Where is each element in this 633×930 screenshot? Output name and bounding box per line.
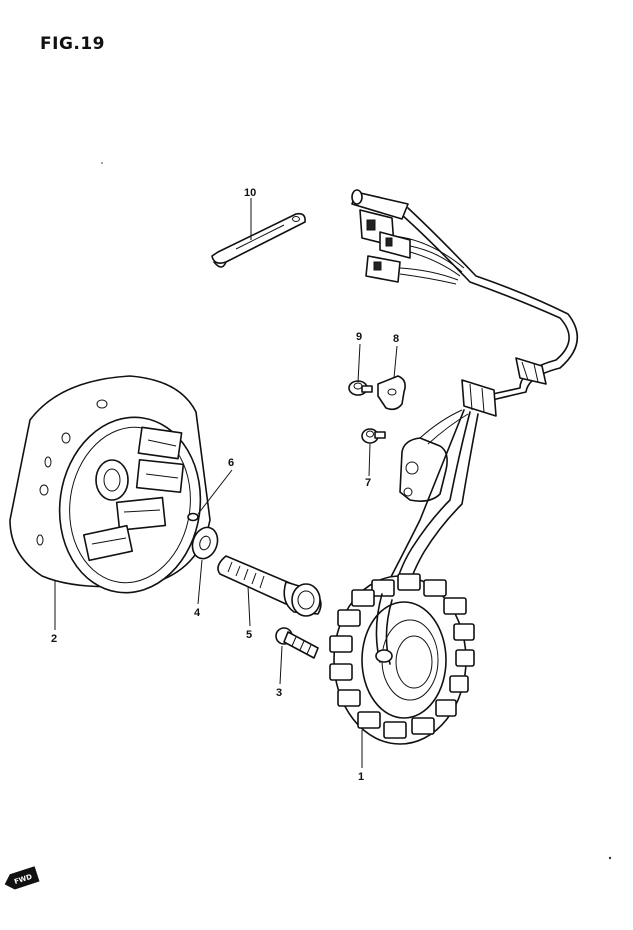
- washer-part-4[interactable]: [188, 524, 221, 562]
- callout-5: 5: [246, 629, 252, 641]
- fwd-arrow-icon: FWD: [4, 866, 40, 890]
- callout-1: 1: [358, 771, 364, 783]
- screw-part-3[interactable]: [275, 627, 319, 659]
- callout-6: 6: [228, 457, 234, 469]
- callout-9: 9: [356, 331, 362, 343]
- clamp-strip-part[interactable]: [211, 212, 306, 268]
- callout-numbers: 10 9 8 7 6 4 5 3 2 1: [51, 187, 399, 783]
- screw-part-9[interactable]: [348, 380, 373, 396]
- clamp-plate-part-8[interactable]: [377, 375, 406, 411]
- callout-3: 3: [276, 687, 282, 699]
- flywheel-rotor-part-2[interactable]: [9, 375, 212, 602]
- callout-7: 7: [365, 477, 371, 489]
- bolt-part-5[interactable]: [217, 555, 322, 617]
- callout-10: 10: [244, 187, 256, 199]
- leader-lines: [54, 198, 398, 768]
- callout-8: 8: [393, 333, 399, 345]
- screw-part-7[interactable]: [361, 428, 386, 444]
- stator-part-1[interactable]: [329, 573, 475, 745]
- wiring-harness[interactable]: [351, 189, 579, 603]
- key-part-6[interactable]: [187, 512, 199, 522]
- callout-4: 4: [194, 607, 201, 619]
- figure-title: FIG.19: [40, 34, 106, 54]
- callout-2: 2: [51, 633, 57, 645]
